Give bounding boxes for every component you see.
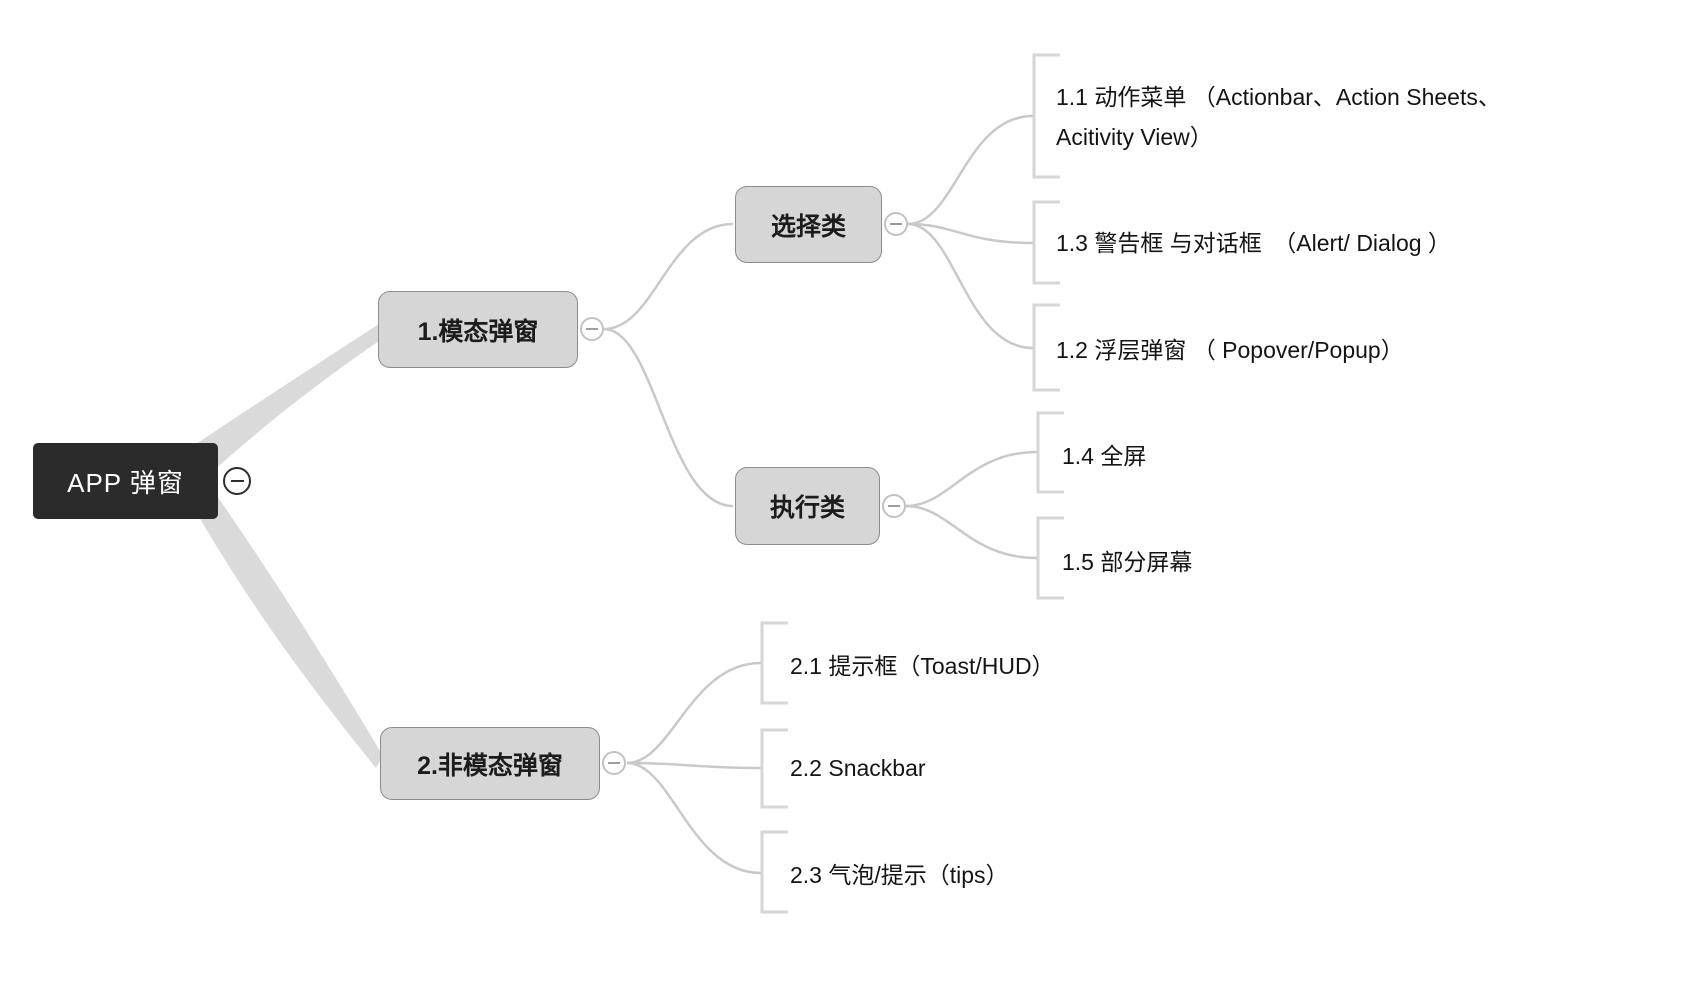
branch-root-to-nonmodal [194, 486, 383, 768]
curve-select-to-1-1 [907, 114, 1034, 226]
bracket-2-3 [760, 830, 788, 914]
bracket-2-1 [760, 621, 788, 705]
bracket-1-5 [1036, 516, 1064, 600]
topic-modal[interactable]: 1.模态弹窗 [378, 291, 578, 368]
nonmodal-collapse-minus-icon[interactable] [602, 751, 626, 775]
minus-bar [608, 762, 620, 764]
curve-modal-to-select [603, 222, 734, 331]
exec-collapse-minus-icon[interactable] [882, 494, 906, 518]
leaf-topic-1-4[interactable]: 1.4 全屏 [1062, 443, 1147, 469]
minus-bar [888, 505, 900, 507]
leaf-topic-1-2[interactable]: 1.2 浮层弹窗 （ Popover/Popup） [1056, 337, 1404, 363]
bracket-1-3 [1032, 200, 1060, 285]
minus-bar [586, 328, 598, 330]
bracket-2-2 [760, 728, 788, 809]
root-collapse-minus-icon[interactable] [223, 467, 251, 495]
bracket-1-2 [1032, 303, 1060, 392]
bracket-1-1 [1032, 53, 1060, 179]
leaf-topic-2-3[interactable]: 2.3 气泡/提示（tips） [790, 862, 1009, 888]
modal-collapse-minus-icon[interactable] [580, 317, 604, 341]
curve-nonmodal-to-2-2 [626, 761, 762, 770]
bracket-1-4 [1036, 411, 1064, 494]
curve-exec-to-1-4 [905, 450, 1038, 508]
leaf-topic-1-1[interactable]: 1.1 动作菜单 （Actionbar、Action Sheets、 Aciti… [1056, 84, 1501, 150]
leaf-topic-2-1[interactable]: 2.1 提示框（Toast/HUD） [790, 653, 1055, 679]
curve-nonmodal-to-2-1 [626, 661, 762, 765]
leaf-topic-1-3[interactable]: 1.3 警告框 与对话框 （Alert/ Dialog ） [1056, 230, 1451, 256]
leaf-topic-1-5[interactable]: 1.5 部分屏幕 [1062, 549, 1193, 575]
curve-modal-to-exec [603, 327, 734, 508]
curve-select-to-1-3 [907, 222, 1034, 245]
minus-bar [890, 223, 902, 225]
curve-exec-to-1-5 [905, 504, 1038, 560]
root-topic[interactable]: APP 弹窗 [33, 443, 218, 519]
curve-select-to-1-2 [907, 222, 1034, 350]
curve-nonmodal-to-2-3 [626, 761, 762, 875]
select-collapse-minus-icon[interactable] [884, 212, 908, 236]
topic-nonmodal[interactable]: 2.非模态弹窗 [380, 727, 600, 800]
minus-bar [230, 479, 244, 483]
branch-root-to-modal [196, 324, 385, 472]
topic-select-category[interactable]: 选择类 [735, 186, 882, 263]
leaf-topic-2-2[interactable]: 2.2 Snackbar [790, 755, 926, 781]
topic-exec-category[interactable]: 执行类 [735, 467, 880, 545]
